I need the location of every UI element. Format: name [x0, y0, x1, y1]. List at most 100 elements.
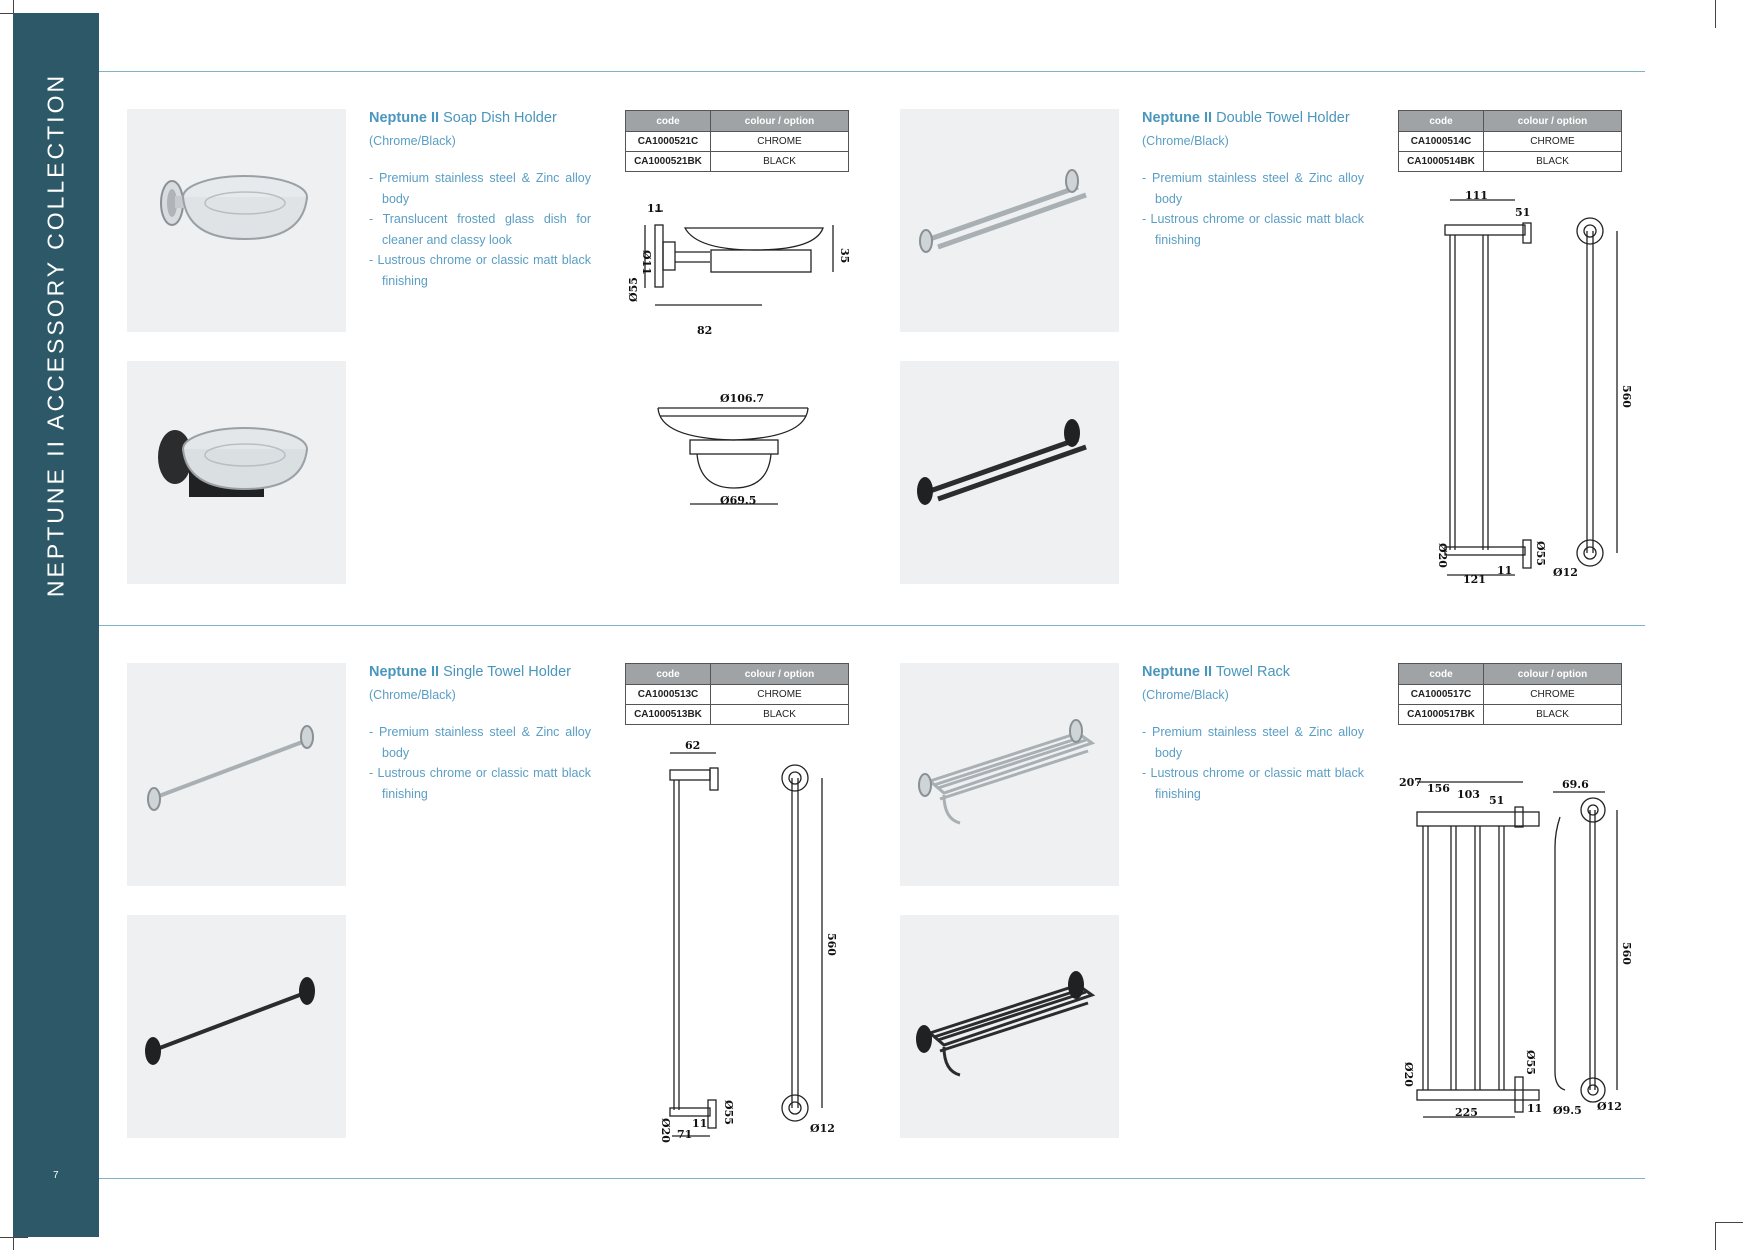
brand-name: Neptune II — [1142, 110, 1213, 126]
dim-label: Ø11 — [640, 250, 653, 275]
feature-item: - Translucent frosted glass dish for cle… — [369, 212, 591, 247]
double-towel-drawing: 111 51 560 Ø20 Ø55 121 11 Ø12 — [1436, 189, 1633, 586]
towel-rack-black-photo — [900, 915, 1119, 1138]
colour-cell: CHROME — [1483, 131, 1622, 152]
dim-label: Ø20 — [659, 1118, 672, 1143]
code-cell: CA1000517BK — [1398, 704, 1484, 725]
dim-label: Ø12 — [1553, 566, 1578, 579]
towel-rack-features: - Premium stainless steel & Zinc alloy b… — [1142, 722, 1364, 804]
product-name: Towel Rack — [1215, 664, 1291, 680]
code-header: code — [625, 663, 711, 685]
code-header: code — [1398, 663, 1484, 685]
soap-dish-side-drawing: 11 Ø11 Ø55 82 35 — [627, 202, 851, 337]
dim-label: 11 — [1497, 564, 1512, 577]
dim-label: 62 — [685, 739, 700, 752]
feature-item: - Premium stainless steel & Zinc alloy b… — [1142, 171, 1364, 206]
code-cell: CA1000514C — [1398, 131, 1484, 152]
page-number: 7 — [53, 1170, 59, 1181]
dim-label: 560 — [825, 933, 838, 956]
product-name: Double Towel Holder — [1216, 110, 1350, 126]
code-cell: CA1000513BK — [625, 704, 711, 725]
towel-rack-chrome-photo — [900, 663, 1119, 886]
code-header: code — [1398, 110, 1484, 132]
colour-cell: CHROME — [710, 684, 849, 705]
dim-label: 69.6 — [1562, 778, 1589, 791]
crop-mark — [1715, 1222, 1716, 1250]
dim-label: 225 — [1455, 1106, 1478, 1119]
divider-top — [99, 71, 1645, 72]
soap-dish-black-photo — [127, 361, 346, 584]
dim-label: 82 — [697, 324, 712, 337]
feature-item: - Premium stainless steel & Zinc alloy b… — [369, 171, 591, 206]
single-towel-chrome-photo — [127, 663, 346, 886]
colour-cell: BLACK — [710, 704, 849, 725]
towel-rack-drawing: 207 156 103 51 69.6 560 Ø20 Ø55 225 11 Ø… — [1399, 776, 1633, 1119]
code-cell: CA1000513C — [625, 684, 711, 705]
colour-header: colour / option — [710, 663, 849, 685]
colour-cell: BLACK — [1483, 151, 1622, 172]
double-towel-features: - Premium stainless steel & Zinc alloy b… — [1142, 168, 1364, 250]
feature-item: - Lustrous chrome or classic matt black … — [369, 253, 591, 288]
code-header: code — [625, 110, 711, 132]
dim-label: 11 — [647, 202, 662, 215]
dim-label: Ø20 — [1402, 1062, 1415, 1087]
dim-label: 51 — [1515, 206, 1530, 219]
dim-label: 11 — [692, 1117, 707, 1130]
colour-cell: BLACK — [1483, 704, 1622, 725]
dim-label: Ø9.5 — [1553, 1104, 1582, 1117]
dim-label: 11 — [1527, 1102, 1542, 1115]
double-towel-subtitle: (Chrome/Black) — [1142, 134, 1229, 148]
single-towel-features: - Premium stainless steel & Zinc alloy b… — [369, 722, 591, 804]
soap-dish-features: - Premium stainless steel & Zinc alloy b… — [369, 168, 591, 291]
dim-label: 51 — [1489, 794, 1504, 807]
divider-bottom — [99, 1178, 1645, 1179]
feature-item: - Premium stainless steel & Zinc alloy b… — [1142, 725, 1364, 760]
single-towel-black-photo — [127, 915, 346, 1138]
dim-label: 121 — [1463, 573, 1486, 586]
dim-label: 35 — [838, 248, 851, 263]
crop-mark — [1715, 0, 1716, 28]
double-towel-chrome-photo — [900, 109, 1119, 332]
dim-label: Ø12 — [1597, 1100, 1622, 1113]
soap-dish-title: Neptune II Soap Dish Holder — [369, 110, 557, 126]
code-cell: CA1000521BK — [625, 151, 711, 172]
dim-label: 207 — [1399, 776, 1422, 789]
dim-label: Ø55 — [722, 1100, 735, 1125]
soap-dish-chrome-photo — [127, 109, 346, 332]
double-towel-title: Neptune II Double Towel Holder — [1142, 110, 1350, 126]
feature-item: - Lustrous chrome or classic matt black … — [1142, 766, 1364, 801]
divider-middle — [99, 625, 1645, 626]
sidebar-title: NEPTUNE II ACCESSORY COLLECTION — [42, 72, 69, 598]
double-towel-black-photo — [900, 361, 1119, 584]
colour-cell: CHROME — [710, 131, 849, 152]
colour-cell: CHROME — [1483, 684, 1622, 705]
towel-rack-title: Neptune II Towel Rack — [1142, 664, 1290, 680]
dim-label: Ø12 — [810, 1122, 835, 1135]
product-name: Single Towel Holder — [443, 664, 572, 680]
colour-cell: BLACK — [710, 151, 849, 172]
dim-label: Ø106.7 — [720, 392, 764, 405]
brand-name: Neptune II — [1142, 664, 1213, 680]
crop-mark — [0, 1237, 28, 1238]
dim-label: Ø20 — [1436, 543, 1449, 568]
dim-label: 103 — [1457, 788, 1480, 801]
dim-label: Ø69.5 — [720, 494, 756, 507]
colour-header: colour / option — [710, 110, 849, 132]
code-cell: CA1000517C — [1398, 684, 1484, 705]
dim-label: 560 — [1620, 942, 1633, 965]
single-towel-subtitle: (Chrome/Black) — [369, 688, 456, 702]
